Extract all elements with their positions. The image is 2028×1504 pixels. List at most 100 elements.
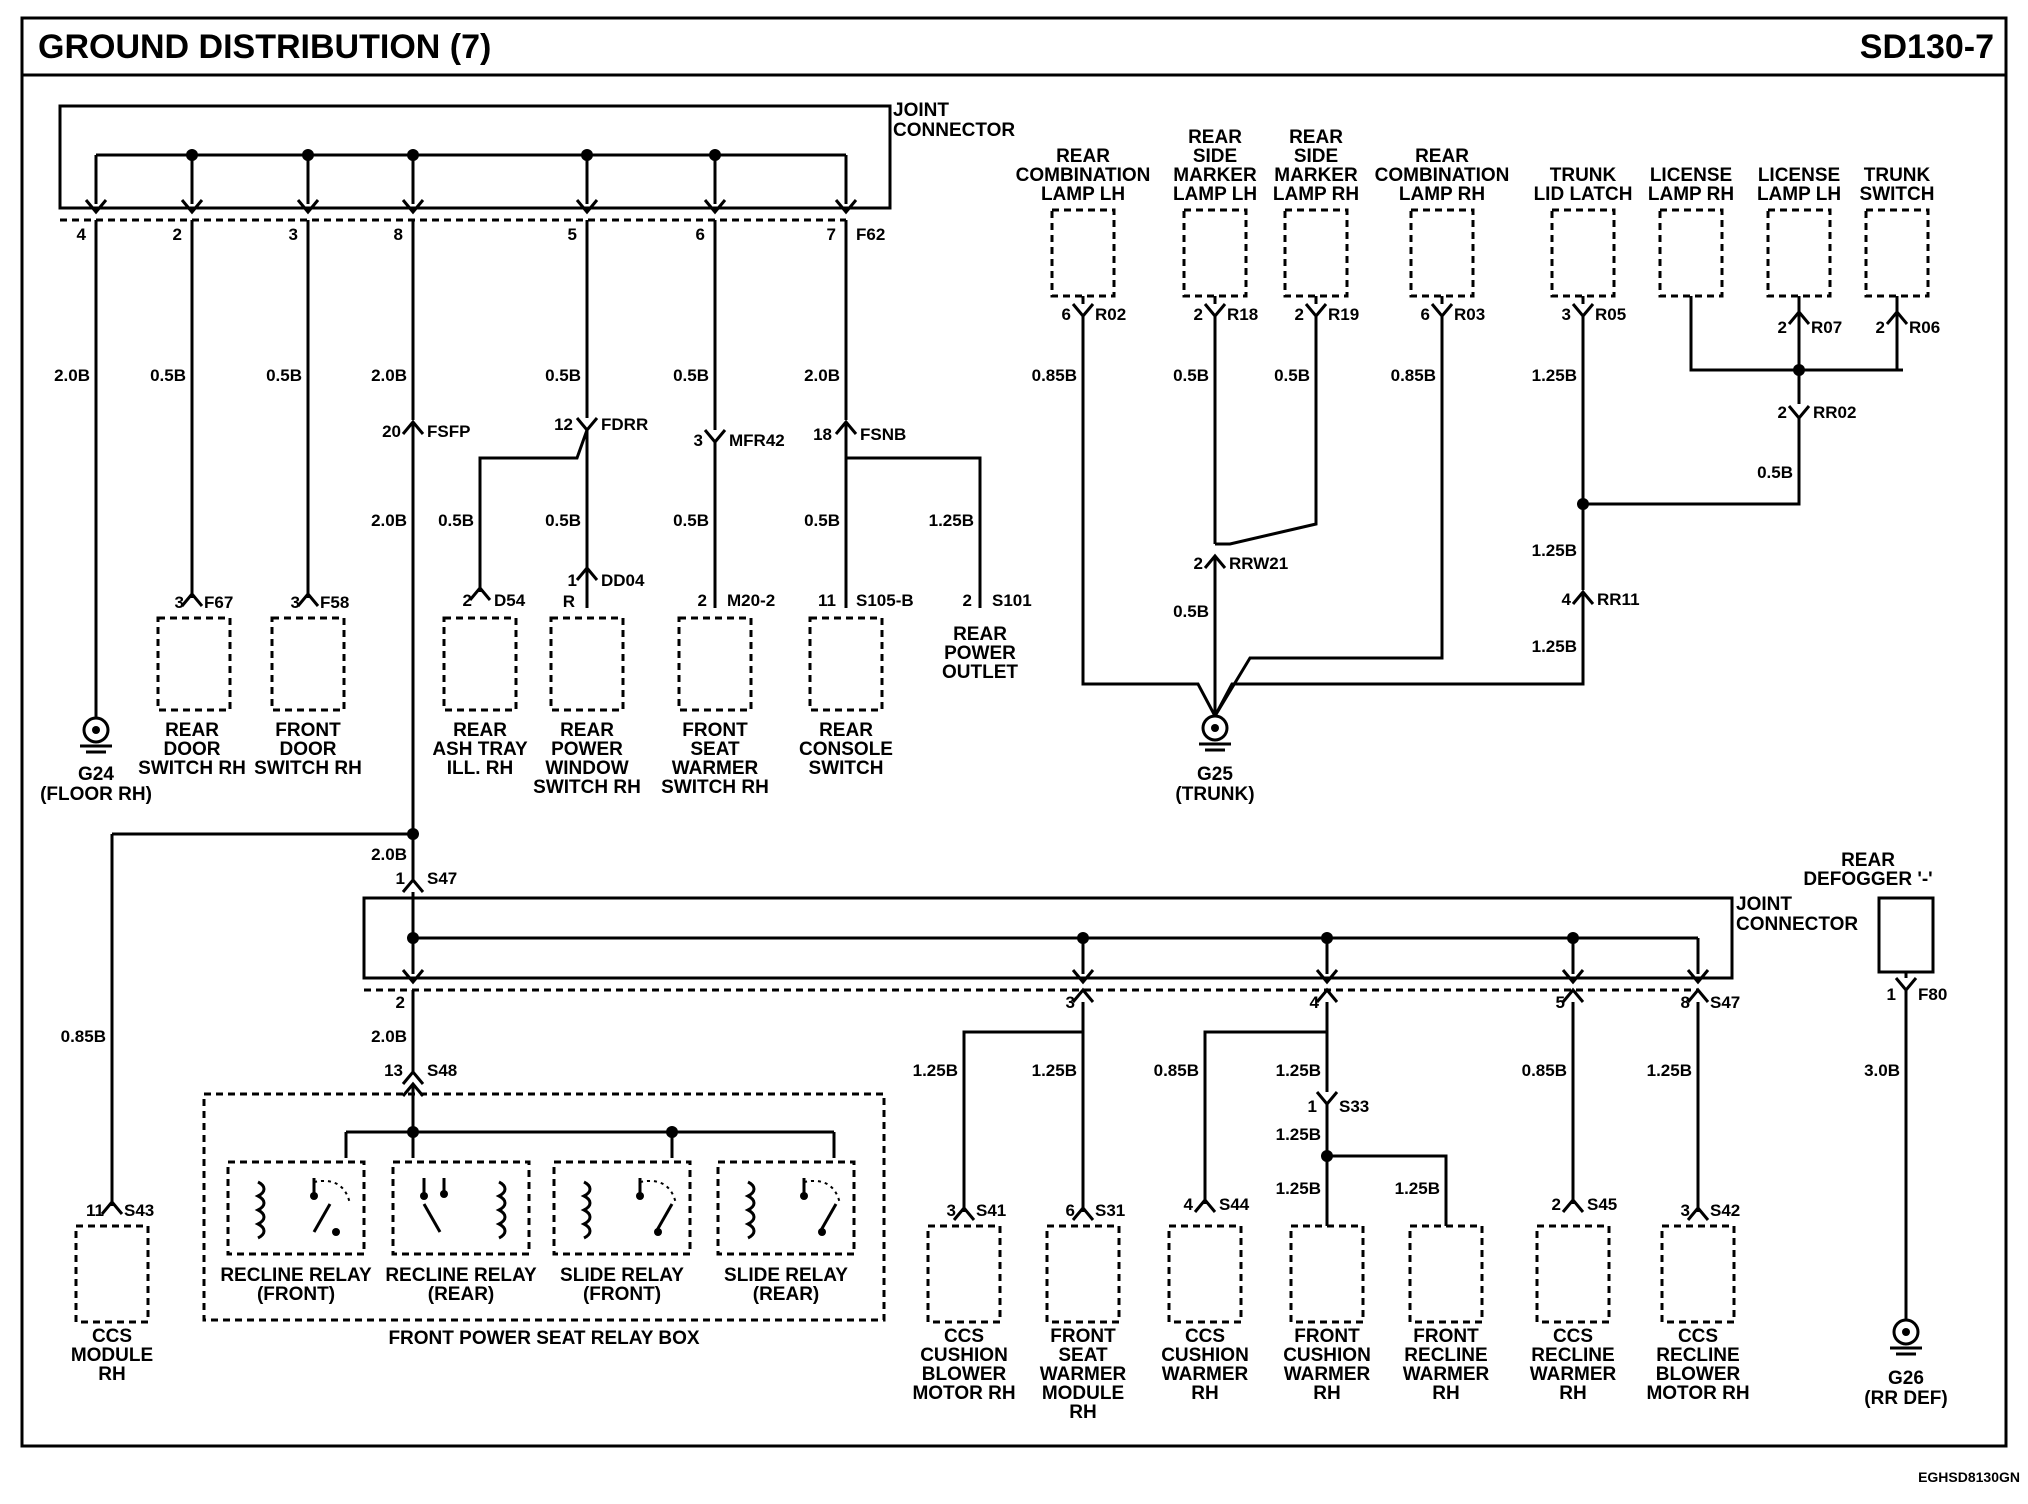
j2-pin-2: 2 (396, 993, 405, 1012)
s45-pin: 2 (1552, 1195, 1561, 1214)
front-seat-warmer-module-box (1045, 1224, 1121, 1324)
trunk-switch-name-2: SWITCH (1860, 184, 1935, 205)
rr02-pin: 2 (1778, 403, 1787, 422)
s48-gauge: 2.0B (371, 1027, 407, 1046)
s45-conn: S45 (1587, 1195, 1617, 1214)
outlet-conn: S101 (992, 591, 1032, 610)
mfr42-branch (703, 220, 727, 608)
s31-gauge: 1.25B (1032, 1061, 1077, 1080)
rsm-rh-name-4: LAMP RH (1273, 184, 1359, 205)
fsfp-pin: 20 (382, 422, 401, 441)
rrw21-gauge: 0.5B (1173, 602, 1209, 621)
joint1-taps (84, 149, 858, 215)
f80-gauge: 3.0B (1864, 1061, 1900, 1080)
ccs-cushion-blower-box (926, 1224, 1002, 1324)
front-door-name-1: FRONT (275, 720, 341, 741)
s48-conn: S48 (427, 1061, 457, 1080)
r05-gauge: 1.25B (1532, 366, 1577, 385)
rear-comb-lamp-lh-box (1050, 208, 1116, 298)
fsfp-gauge-mid: 2.0B (371, 511, 407, 530)
rr02-gauge: 0.5B (1757, 463, 1793, 482)
relay-box-name: FRONT POWER SEAT RELAY BOX (388, 1328, 699, 1349)
license-lh-name-1: LICENSE (1758, 165, 1840, 186)
j1-pin-2: 2 (173, 225, 182, 244)
outlet-name-2: POWER (944, 643, 1016, 664)
trunk-ground-wires (1071, 296, 1909, 717)
joint-connector-bottom: JOINT CONNECTOR (362, 892, 1858, 992)
s41-gauge: 1.25B (913, 1061, 958, 1080)
diagram-frame (20, 16, 2008, 1448)
j1-pin-6: 6 (696, 225, 705, 244)
s42-name-3: BLOWER (1656, 1364, 1741, 1385)
ash-pin: 2 (463, 591, 472, 610)
seat-warmer-name-2: SEAT (690, 739, 740, 760)
j1-pin-3: 3 (289, 225, 298, 244)
f80-pin: 1 (1887, 985, 1896, 1004)
s48-pin: 13 (384, 1061, 403, 1080)
rear-door-name-3: SWITCH RH (138, 758, 246, 779)
fcw-name-2: CUSHION (1283, 1345, 1371, 1366)
rear-door-name-1: REAR (165, 720, 219, 741)
j2-conn: S47 (1710, 993, 1740, 1012)
g26-loc: (RR DEF) (1864, 1388, 1947, 1409)
relay2-sub: (REAR) (428, 1284, 495, 1305)
fcw-name-1: FRONT (1294, 1326, 1360, 1347)
bottom-right-wires (952, 987, 1710, 1226)
ccs-recline-warmer-box (1535, 1224, 1611, 1324)
ccs-recline-blower-box (1660, 1224, 1736, 1324)
r19-pin: 2 (1295, 305, 1304, 324)
ash-gauge: 0.5B (438, 511, 474, 530)
g24-loc: (FLOOR RH) (40, 784, 152, 805)
s31-name-1: FRONT (1050, 1326, 1116, 1347)
relay3-name: SLIDE RELAY (560, 1265, 684, 1286)
relay-recline-rear (391, 1160, 531, 1256)
frw-name-2: RECLINE (1404, 1345, 1487, 1366)
s44-gauge: 0.85B (1154, 1061, 1199, 1080)
front-power-seat-relay-box (202, 1092, 886, 1322)
license-rh-name-1: LICENSE (1650, 165, 1732, 186)
rsm-lh-name-3: MARKER (1173, 165, 1257, 186)
s44-name-2: CUSHION (1161, 1345, 1249, 1366)
seat-warmer-name-1: FRONT (682, 720, 748, 741)
g26-name: G26 (1888, 1368, 1924, 1389)
g25-loc: (TRUNK) (1175, 784, 1254, 805)
s44-name-1: CCS (1185, 1326, 1225, 1347)
rr11-conn: RR11 (1597, 590, 1640, 609)
window-gauge: 0.5B (545, 511, 581, 530)
s43-conn: S43 (124, 1201, 154, 1220)
r19-conn: R19 (1328, 305, 1359, 324)
page-title: GROUND DISTRIBUTION (7) (38, 28, 491, 66)
rsm-rh-name-2: SIDE (1294, 146, 1338, 167)
rsm-lh-name-4: LAMP LH (1173, 184, 1257, 205)
s45-gauge: 0.85B (1522, 1061, 1567, 1080)
console-pin: 11 (818, 591, 836, 610)
s33-pin: 1 (1308, 1097, 1317, 1116)
frw-name-1: FRONT (1413, 1326, 1479, 1347)
rsm-rh-name-3: MARKER (1274, 165, 1358, 186)
front-door-name-2: DOOR (280, 739, 337, 760)
s45-name-2: RECLINE (1531, 1345, 1614, 1366)
r07-pin: 2 (1778, 318, 1787, 337)
s42-pin: 3 (1681, 1201, 1690, 1220)
outlet-name-1: REAR (953, 624, 1007, 645)
mfr42-gauge-top: 0.5B (673, 366, 709, 385)
s33-conn: S33 (1339, 1097, 1369, 1116)
fsnb-pin: 18 (813, 425, 832, 444)
g25-ground (1199, 714, 1231, 752)
rr11-gauge-low: 1.25B (1532, 637, 1577, 656)
s45-name-1: CCS (1553, 1326, 1593, 1347)
rrw21-conn: RRW21 (1229, 554, 1288, 573)
fcw-gauge: 1.25B (1276, 1179, 1321, 1198)
fsnb-gauge: 2.0B (804, 366, 840, 385)
j2-pin-8: 8 (1681, 993, 1690, 1012)
seat-warmer-name-4: SWITCH RH (661, 777, 769, 798)
s31-conn: S31 (1095, 1201, 1125, 1220)
relay2-name: RECLINE RELAY (385, 1265, 537, 1286)
j2-pin-5: 5 (1556, 993, 1565, 1012)
g24-name: G24 (78, 764, 114, 785)
rr11-gauge-top: 1.25B (1532, 541, 1577, 560)
s44-pin: 4 (1184, 1195, 1194, 1214)
s41-name-1: CCS (944, 1326, 984, 1347)
joint-label-2a: JOINT (1736, 894, 1792, 915)
s42-conn: S42 (1710, 1201, 1740, 1220)
